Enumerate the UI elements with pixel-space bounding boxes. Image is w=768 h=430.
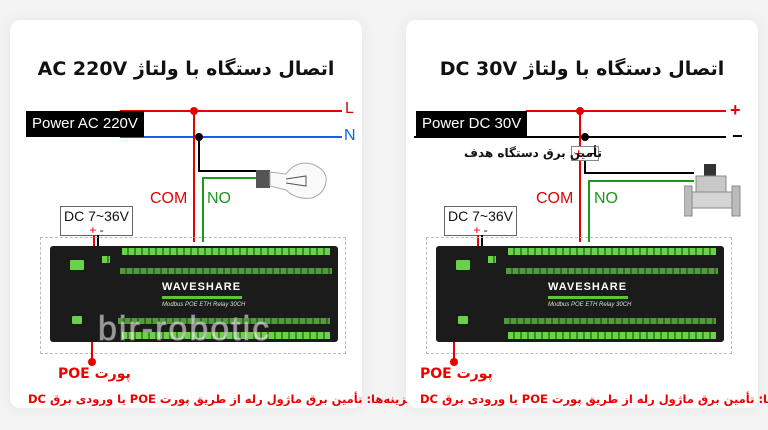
dc-input-label: DC 7~36V [448, 208, 513, 224]
dc-wire [97, 235, 99, 247]
terminal-row [122, 248, 330, 255]
poe-dot [88, 358, 96, 366]
brand-bar [162, 296, 242, 299]
relay-module: WAVESHARE Modbus POE ETH Relay 30CH [50, 246, 338, 342]
panel-title: اتصال دستگاه با ولتاژ DC 30V [439, 58, 725, 80]
no-wire [202, 177, 258, 179]
dc-input-box: DC 7~36V+ - [444, 206, 517, 236]
terminal-row [508, 248, 716, 255]
power-label: Power DC 30V [416, 111, 528, 137]
poe-label: پورت POE [420, 366, 493, 382]
minus-label: − [732, 126, 743, 146]
terminal-row [488, 256, 496, 263]
power-terminal [456, 260, 470, 270]
terminal-row [508, 332, 716, 339]
com-label: COM [150, 190, 188, 207]
terminal-row [118, 318, 330, 324]
com-wire [193, 112, 195, 242]
dc-minus: - [483, 223, 488, 237]
line-plus [526, 110, 726, 112]
watermark: bir-robotic [97, 310, 272, 349]
L-label: L [345, 100, 354, 117]
no-wire [588, 180, 694, 182]
module-outline [40, 237, 346, 354]
solenoid-valve-icon [684, 164, 741, 217]
terminal-row [120, 268, 332, 274]
junction-dot [576, 107, 584, 115]
no-label: NO [594, 190, 618, 207]
target-power-label: تأمین برق دستگاه هدف [464, 146, 602, 160]
poe-label: پورت POE [58, 366, 131, 382]
dc-input-box: DC 7~36V+ - [60, 206, 133, 236]
target-power-box: + − [571, 146, 600, 161]
light-bulb-icon [256, 162, 327, 199]
junction-dot [190, 107, 198, 115]
ac-wiring-panel: اتصال دستگاه با ولتاژ AC 220V Power AC 2… [10, 20, 413, 408]
load-wire [584, 172, 694, 174]
line-N [120, 136, 342, 138]
brand-bar [548, 296, 628, 299]
panel-title: اتصال دستگاه با ولتاژ AC 220V [37, 58, 335, 80]
dc-wire [93, 235, 95, 247]
n-wire [198, 170, 258, 172]
line-L [120, 110, 342, 112]
no-wire [202, 177, 204, 242]
dc-plus: + [473, 223, 481, 237]
dc-wiring-panel: اتصال دستگاه با ولتاژ DC 30V Power DC 30… [406, 20, 768, 408]
power-label: Power AC 220V [26, 111, 144, 137]
com-wire [579, 112, 581, 242]
dc-wire [481, 235, 483, 247]
power-terminal [70, 260, 84, 270]
terminal-row [102, 256, 110, 263]
terminal-row [122, 332, 330, 339]
brand-logo: WAVESHARE [548, 281, 628, 293]
load-wire [584, 161, 586, 173]
target-minus: − [587, 147, 597, 160]
com-label: COM [536, 190, 574, 207]
poe-dot [450, 358, 458, 366]
n-wire [198, 138, 200, 172]
dc-input-label: DC 7~36V [64, 208, 129, 224]
no-label: NO [207, 190, 231, 207]
dc-wire [477, 235, 479, 247]
terminal-row [504, 318, 716, 324]
dc-plus: + [89, 223, 97, 237]
brand-logo: WAVESHARE [162, 281, 242, 293]
poe-wire [91, 342, 93, 362]
module-outline [426, 237, 732, 354]
no-wire [588, 180, 590, 242]
dc-minus: - [99, 223, 104, 237]
note-text: گزینه‌ها: تأمین برق ماژول رله از طریق پو… [420, 392, 768, 406]
terminal-row [506, 268, 718, 274]
note-text: گزینه‌ها: تأمین برق ماژول رله از طریق پو… [28, 392, 414, 406]
junction-dot [581, 133, 589, 141]
relay-module: WAVESHARE Modbus POE ETH Relay 30CH [436, 246, 724, 342]
line-minus [414, 136, 726, 138]
plus-label: + [730, 100, 741, 120]
model-label: Modbus POE ETH Relay 30CH [162, 302, 246, 308]
target-plus: + [574, 147, 584, 160]
poe-wire [453, 342, 455, 362]
N-label: N [344, 127, 356, 144]
model-label: Modbus POE ETH Relay 30CH [548, 302, 632, 308]
junction-dot [195, 133, 203, 141]
ethernet-port [458, 316, 468, 324]
ethernet-port [72, 316, 82, 324]
